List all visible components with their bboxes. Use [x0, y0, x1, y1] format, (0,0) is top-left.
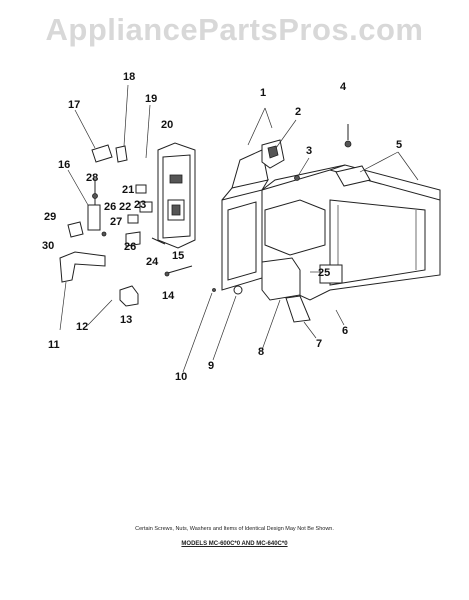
callout-26-upper: 26	[104, 201, 117, 213]
callout-3: 3	[306, 145, 313, 157]
callout-2: 2	[295, 106, 302, 118]
small-parts	[59, 144, 243, 307]
callout-27: 27	[110, 216, 123, 228]
callout-29: 29	[44, 211, 57, 223]
callout-25: 25	[318, 267, 331, 279]
callout-11: 11	[48, 339, 60, 351]
callout-22: 22	[119, 201, 132, 213]
callout-15: 15	[172, 250, 185, 262]
callout-19: 19	[145, 93, 158, 105]
model-caption: MODELS MC-600C*0 AND MC-640C*0	[181, 541, 288, 547]
top-bracket	[261, 139, 285, 169]
callout-8: 8	[258, 346, 265, 358]
disclaimer-note: Certain Screws, Nuts, Washers and Items …	[135, 526, 334, 532]
callout-17: 17	[68, 99, 81, 111]
inner-assembly	[261, 175, 326, 323]
control-panel	[157, 142, 196, 249]
callout-7: 7	[316, 338, 323, 350]
watermark: AppliancePartsPros.com	[45, 12, 424, 47]
callout-21: 21	[122, 184, 135, 196]
callout-28: 28	[86, 172, 99, 184]
callout-6: 6	[342, 325, 349, 337]
screw-4	[344, 124, 352, 148]
callout-24: 24	[146, 256, 159, 268]
callout-1: 1	[260, 87, 267, 99]
callout-5: 5	[396, 139, 403, 151]
front-frame	[221, 149, 270, 291]
callout-18: 18	[123, 71, 136, 83]
callout-16: 16	[58, 159, 71, 171]
callout-9: 9	[208, 360, 215, 372]
callout-20: 20	[161, 119, 174, 131]
callout-10: 10	[175, 371, 188, 383]
callout-12: 12	[76, 321, 89, 333]
callout-13: 13	[120, 314, 133, 326]
callout-26-lower: 26	[124, 241, 137, 253]
callout-4: 4	[340, 81, 347, 93]
callout-23: 23	[134, 199, 147, 211]
callout-14: 14	[162, 290, 175, 302]
callout-30: 30	[42, 240, 55, 252]
leader-lines	[59, 84, 419, 373]
